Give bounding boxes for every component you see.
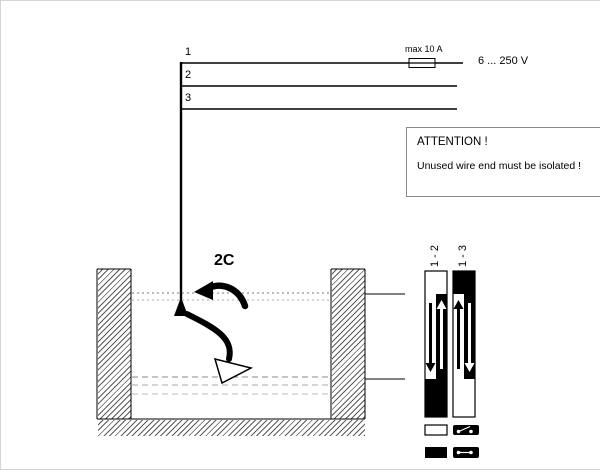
legend-closed-row	[425, 447, 479, 458]
tilt-arrowhead-icon	[194, 281, 213, 300]
attention-body: Unused wire end must be isolated !	[417, 160, 582, 172]
fuse-symbol	[408, 58, 436, 68]
chart-col-label-1-3: 1 - 3	[457, 245, 469, 267]
up-arrowhead-icon	[174, 297, 188, 316]
wire-label-1: 1	[185, 46, 192, 58]
supply-voltage-label: 6 ... 250 V	[478, 55, 529, 67]
contact-closed-symbol	[453, 447, 479, 458]
float-body-symbol	[213, 357, 254, 385]
falling-arrow-icon	[425, 303, 436, 372]
swing-arc	[184, 311, 233, 362]
wire-label-3: 3	[185, 92, 192, 104]
tank-left-wall-hatch	[98, 269, 131, 419]
attention-box: ATTENTION ! Unused wire end must be isol…	[406, 127, 600, 197]
rising-arrow-icon	[436, 300, 447, 369]
liquid-level-lines	[132, 292, 330, 395]
tank-outline	[96, 268, 366, 420]
legend-open-row	[424, 424, 479, 436]
switch-level-indicator-lines	[365, 293, 405, 380]
rising-arrow-icon	[453, 300, 464, 369]
switch-chart-col-1-3	[452, 270, 476, 418]
cable-type-label: 2C	[214, 252, 235, 269]
switch-chart-col-1-2	[424, 270, 448, 418]
fuse-rating-label: max 10 A	[405, 44, 443, 54]
contact-open-symbol	[453, 425, 479, 435]
float-motion-arrows	[174, 281, 249, 362]
tank-right-wall-hatch	[332, 269, 365, 419]
attention-title: ATTENTION !	[417, 136, 488, 148]
chart-col-label-1-2: 1 - 2	[429, 245, 441, 267]
falling-arrow-icon	[464, 303, 475, 372]
tank-bottom-hatch	[98, 420, 365, 436]
wire-label-2: 2	[185, 69, 192, 81]
